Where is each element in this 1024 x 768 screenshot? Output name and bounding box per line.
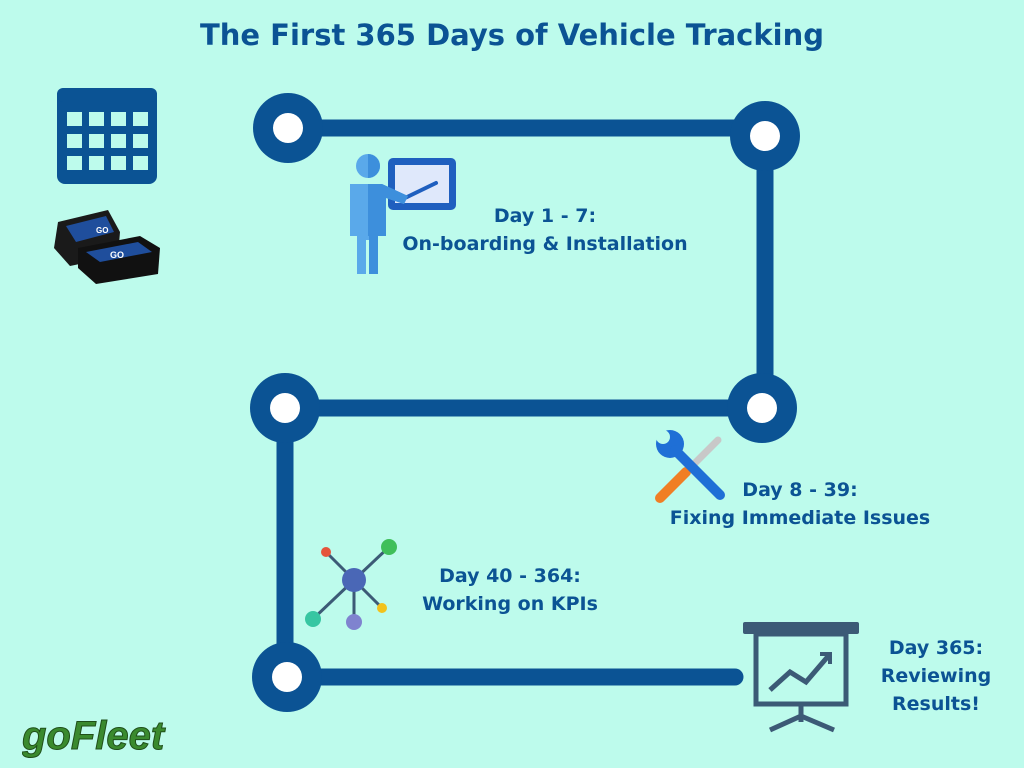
- logo-text: goFleet: [22, 714, 166, 758]
- step-1-label: On-boarding & Installation: [402, 233, 688, 255]
- step-4-label-line-2: Results!: [892, 693, 980, 715]
- presentation-chart-icon: [743, 622, 859, 733]
- step-2-label: Fixing Immediate Issues: [669, 507, 931, 529]
- node-1: [253, 93, 323, 163]
- step-2-text: Day 8 - 39: Fixing Immediate Issues: [650, 476, 950, 532]
- device-label-2: GO: [96, 226, 108, 235]
- network-icon: [305, 539, 397, 630]
- step-3-range: Day 40 - 364:: [439, 565, 581, 587]
- step-1-range: Day 1 - 7:: [493, 205, 597, 227]
- step-3-label: Working on KPIs: [422, 593, 598, 615]
- presenter-icon: [350, 154, 456, 274]
- tools-icon: [655, 430, 725, 503]
- gps-device-icon: GO GO: [54, 210, 160, 284]
- step-3-text: Day 40 - 364: Working on KPIs: [400, 562, 620, 618]
- device-label: GO: [110, 250, 124, 260]
- step-4-label-line-1: Reviewing: [880, 665, 992, 687]
- step-1-text: Day 1 - 7: On-boarding & Installation: [380, 202, 710, 258]
- step-2-range: Day 8 - 39:: [742, 479, 858, 501]
- step-4-range: Day 365:: [888, 637, 984, 659]
- page-title: The First 365 Days of Vehicle Tracking: [199, 18, 825, 52]
- node-4: [250, 373, 320, 443]
- gofleet-logo-mark: goFleet: [21, 714, 167, 759]
- step-4-text: Day 365: Reviewing Results!: [866, 634, 1006, 718]
- node-3: [727, 373, 797, 443]
- node-2: [730, 101, 800, 171]
- gofleet-logo: goFleet: [21, 713, 202, 763]
- node-5: [252, 642, 322, 712]
- calendar-icon: [57, 88, 157, 184]
